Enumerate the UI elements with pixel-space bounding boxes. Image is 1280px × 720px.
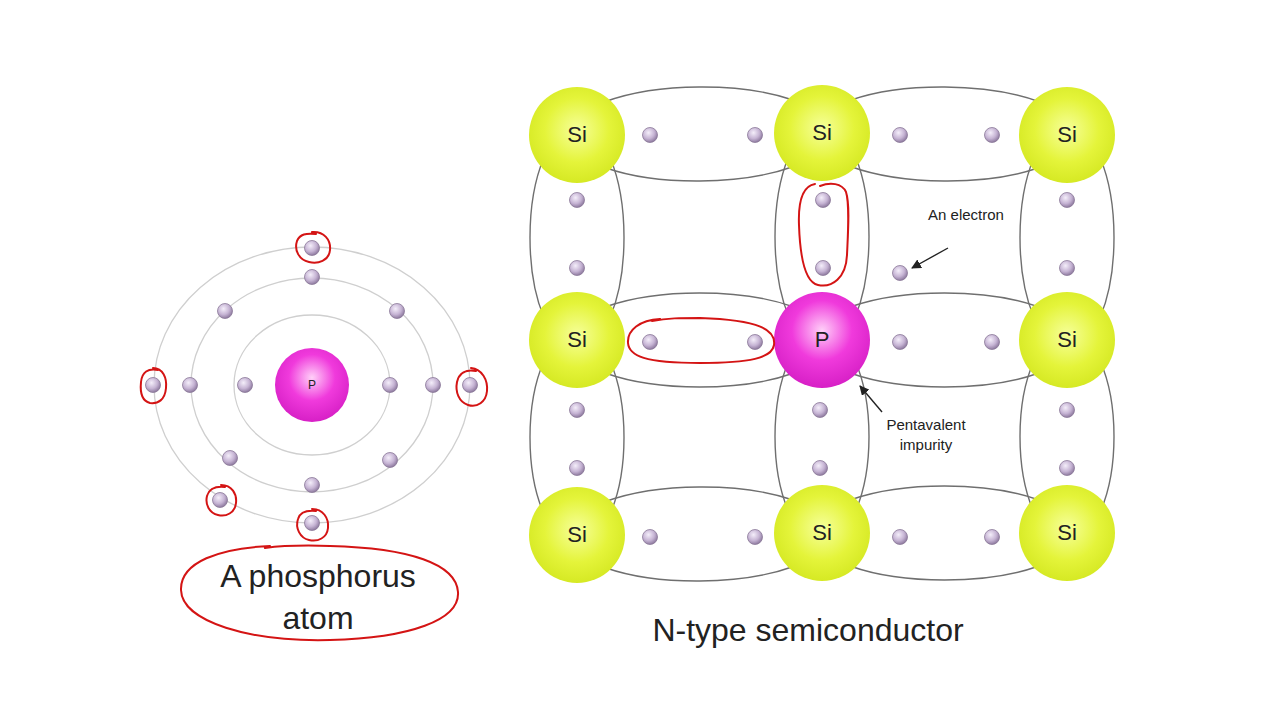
electron-dot <box>816 193 831 208</box>
element-symbol: Si <box>1057 522 1077 544</box>
electron-dot <box>1060 403 1075 418</box>
electron-dot <box>1060 261 1075 276</box>
electron-dot <box>390 304 405 319</box>
element-symbol: Si <box>567 524 587 546</box>
red-annotations <box>141 184 849 640</box>
silicon-atom: Si <box>529 87 625 183</box>
electron-dot <box>570 193 585 208</box>
figure-caption: N-type semiconductor <box>598 610 1018 650</box>
red-ellipse <box>799 184 849 286</box>
electron-dot <box>383 378 398 393</box>
red-circle <box>297 509 328 541</box>
middle-orbit <box>191 278 433 492</box>
electron-dot <box>893 335 908 350</box>
leader-arrow <box>860 386 882 412</box>
phosphorus-nucleus: P <box>275 348 349 422</box>
electron-dot <box>570 461 585 476</box>
red-circle <box>296 232 330 263</box>
electron-dot <box>146 378 161 393</box>
electron-dot <box>893 530 908 545</box>
electron-dot <box>218 304 233 319</box>
element-symbol: Si <box>812 522 832 544</box>
silicon-atom: Si <box>1019 292 1115 388</box>
electron-dot <box>1060 461 1075 476</box>
element-symbol: Si <box>1057 329 1077 351</box>
silicon-atom: Si <box>1019 87 1115 183</box>
element-symbol: P <box>308 379 316 391</box>
red-circle <box>141 368 166 403</box>
callout-label: An electron <box>926 205 1006 225</box>
phosphorus-atom: P <box>774 292 870 388</box>
electron-dot <box>813 461 828 476</box>
electron-dot <box>305 241 320 256</box>
leader-arrows <box>860 248 948 412</box>
electron-dot <box>305 478 320 493</box>
silicon-atom: Si <box>529 292 625 388</box>
element-symbol: Si <box>812 122 832 144</box>
electron-dot <box>570 261 585 276</box>
electron-dot <box>1060 193 1075 208</box>
outer-orbit <box>154 247 470 523</box>
electron-dot <box>985 335 1000 350</box>
silicon-atom: Si <box>774 85 870 181</box>
electron-dot <box>305 270 320 285</box>
electron-dot <box>223 451 238 466</box>
electron-dot <box>813 403 828 418</box>
electron-dot <box>183 378 198 393</box>
element-symbol: Si <box>1057 124 1077 146</box>
figure-caption: A phosphorus atom <box>198 555 438 639</box>
electron-dot <box>383 453 398 468</box>
red-circle <box>456 368 487 406</box>
electron-dot <box>748 530 763 545</box>
electron-group <box>146 128 1075 545</box>
electron-dot <box>238 378 253 393</box>
electron-dot <box>570 403 585 418</box>
inner-orbit <box>234 315 390 455</box>
electron-dot <box>463 378 478 393</box>
silicon-atom: Si <box>774 485 870 581</box>
electron-dot <box>985 530 1000 545</box>
red-ellipse <box>628 318 774 363</box>
electron-dot <box>816 261 831 276</box>
element-symbol: P <box>815 329 830 351</box>
electron-dot <box>748 335 763 350</box>
element-symbol: Si <box>567 329 587 351</box>
leader-arrow <box>912 248 948 268</box>
electron-dot <box>643 530 658 545</box>
element-symbol: Si <box>567 124 587 146</box>
electron-dot <box>213 493 228 508</box>
electron-dot <box>893 266 908 281</box>
silicon-atom: Si <box>529 487 625 583</box>
electron-dot <box>643 128 658 143</box>
red-ellipse <box>181 546 458 641</box>
silicon-atom: Si <box>1019 485 1115 581</box>
electron-dot <box>643 335 658 350</box>
electron-dot <box>893 128 908 143</box>
callout-label: Pentavalent impurity <box>871 415 981 455</box>
atom-orbits <box>154 247 470 523</box>
electron-dot <box>305 516 320 531</box>
electron-dot <box>985 128 1000 143</box>
electron-dot <box>426 378 441 393</box>
red-circle <box>206 485 236 516</box>
electron-dot <box>748 128 763 143</box>
